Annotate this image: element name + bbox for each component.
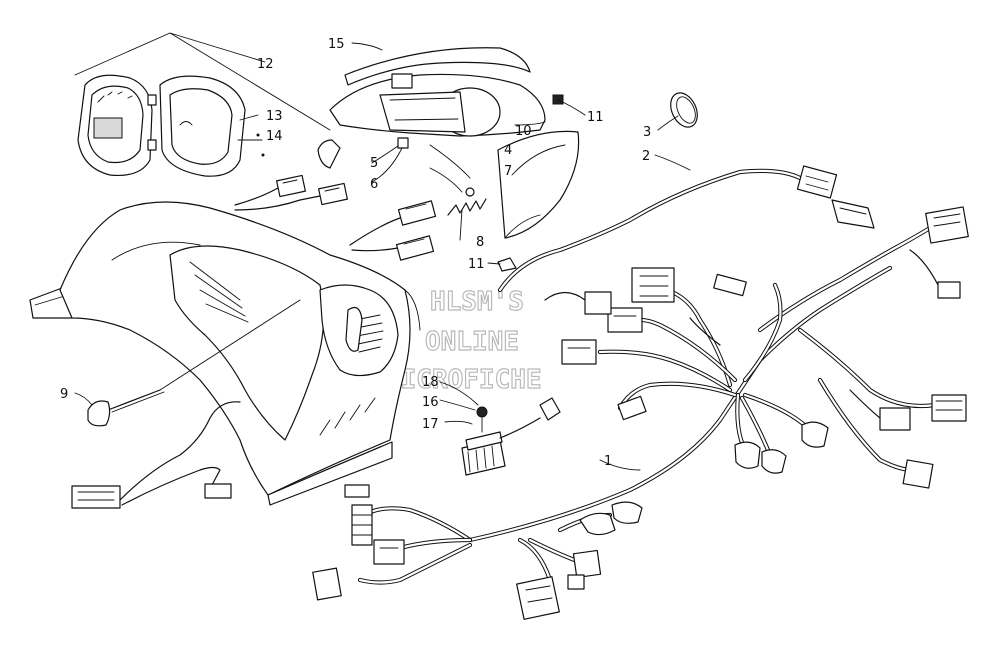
callout-6: 6 [370, 177, 378, 192]
callout-7: 7 [504, 164, 512, 179]
left-harness-segment [71, 401, 241, 509]
callout-15: 15 [328, 37, 345, 52]
watermark-line-1: HLSM'S [430, 287, 524, 317]
pod-assembly [317, 47, 580, 272]
instrument-cluster [74, 32, 331, 177]
regulator-assembly [461, 397, 561, 476]
callout-4: 4 [504, 143, 512, 158]
watermark-line-3: MICROFICHE [385, 365, 542, 395]
callout-12: 12 [257, 57, 274, 72]
ring-part-3 [670, 92, 698, 128]
callout-14: 14 [266, 129, 283, 144]
bolt-part-9 [87, 299, 301, 427]
callout-8: 8 [476, 235, 484, 250]
harness-2 [497, 165, 875, 293]
callout-1: 1 [604, 454, 612, 469]
cluster-connectors [234, 174, 348, 211]
callout-18: 18 [422, 375, 439, 390]
callout-17: 17 [422, 417, 439, 432]
callout-10: 10 [515, 124, 532, 139]
watermark: HLSM'S ONLINE MICROFICHE [384, 286, 542, 395]
callout-2: 2 [642, 149, 650, 164]
callout-labels: 1 2 3 4 5 6 7 8 9 10 11 11 12 13 14 15 1… [60, 37, 651, 469]
callout-11-upper: 11 [587, 110, 604, 125]
callout-5: 5 [370, 156, 378, 171]
callout-9: 9 [60, 387, 68, 402]
pod-connectors [349, 200, 437, 261]
watermark-line-2: ONLINE [425, 327, 519, 357]
callout-11-lower: 11 [468, 257, 485, 272]
hood-cowl [29, 201, 421, 506]
callout-13: 13 [266, 109, 283, 124]
harness-1 [312, 206, 969, 620]
callout-16: 16 [422, 395, 439, 410]
leader-lines [74, 42, 691, 471]
callout-3: 3 [643, 125, 651, 140]
